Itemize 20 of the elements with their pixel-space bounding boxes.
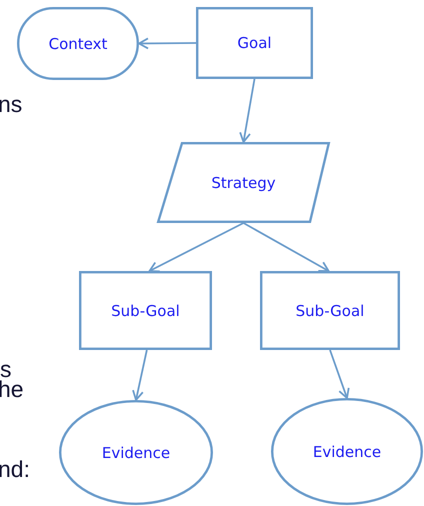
arrow <box>148 222 244 272</box>
node-label: Context <box>48 34 108 52</box>
arrow <box>243 222 330 272</box>
strategy-parallelogram <box>157 142 330 223</box>
node-label: Sub-Goal <box>111 302 180 320</box>
node-label: Strategy <box>211 174 276 192</box>
node-label: Goal <box>237 34 272 52</box>
evidence-ellipse <box>271 398 423 505</box>
node-label: Evidence <box>102 444 170 462</box>
arrow <box>239 78 256 143</box>
evidence-ellipse <box>59 400 213 505</box>
arrow <box>132 350 148 401</box>
goal-box <box>196 7 313 79</box>
goal-box <box>260 271 400 350</box>
cut-off-text: s <box>0 358 12 381</box>
goal-box <box>79 271 212 350</box>
arrow <box>329 350 350 399</box>
arrow <box>138 38 196 50</box>
node-label: Evidence <box>312 442 382 460</box>
node-label: Sub-Goal <box>296 302 364 320</box>
